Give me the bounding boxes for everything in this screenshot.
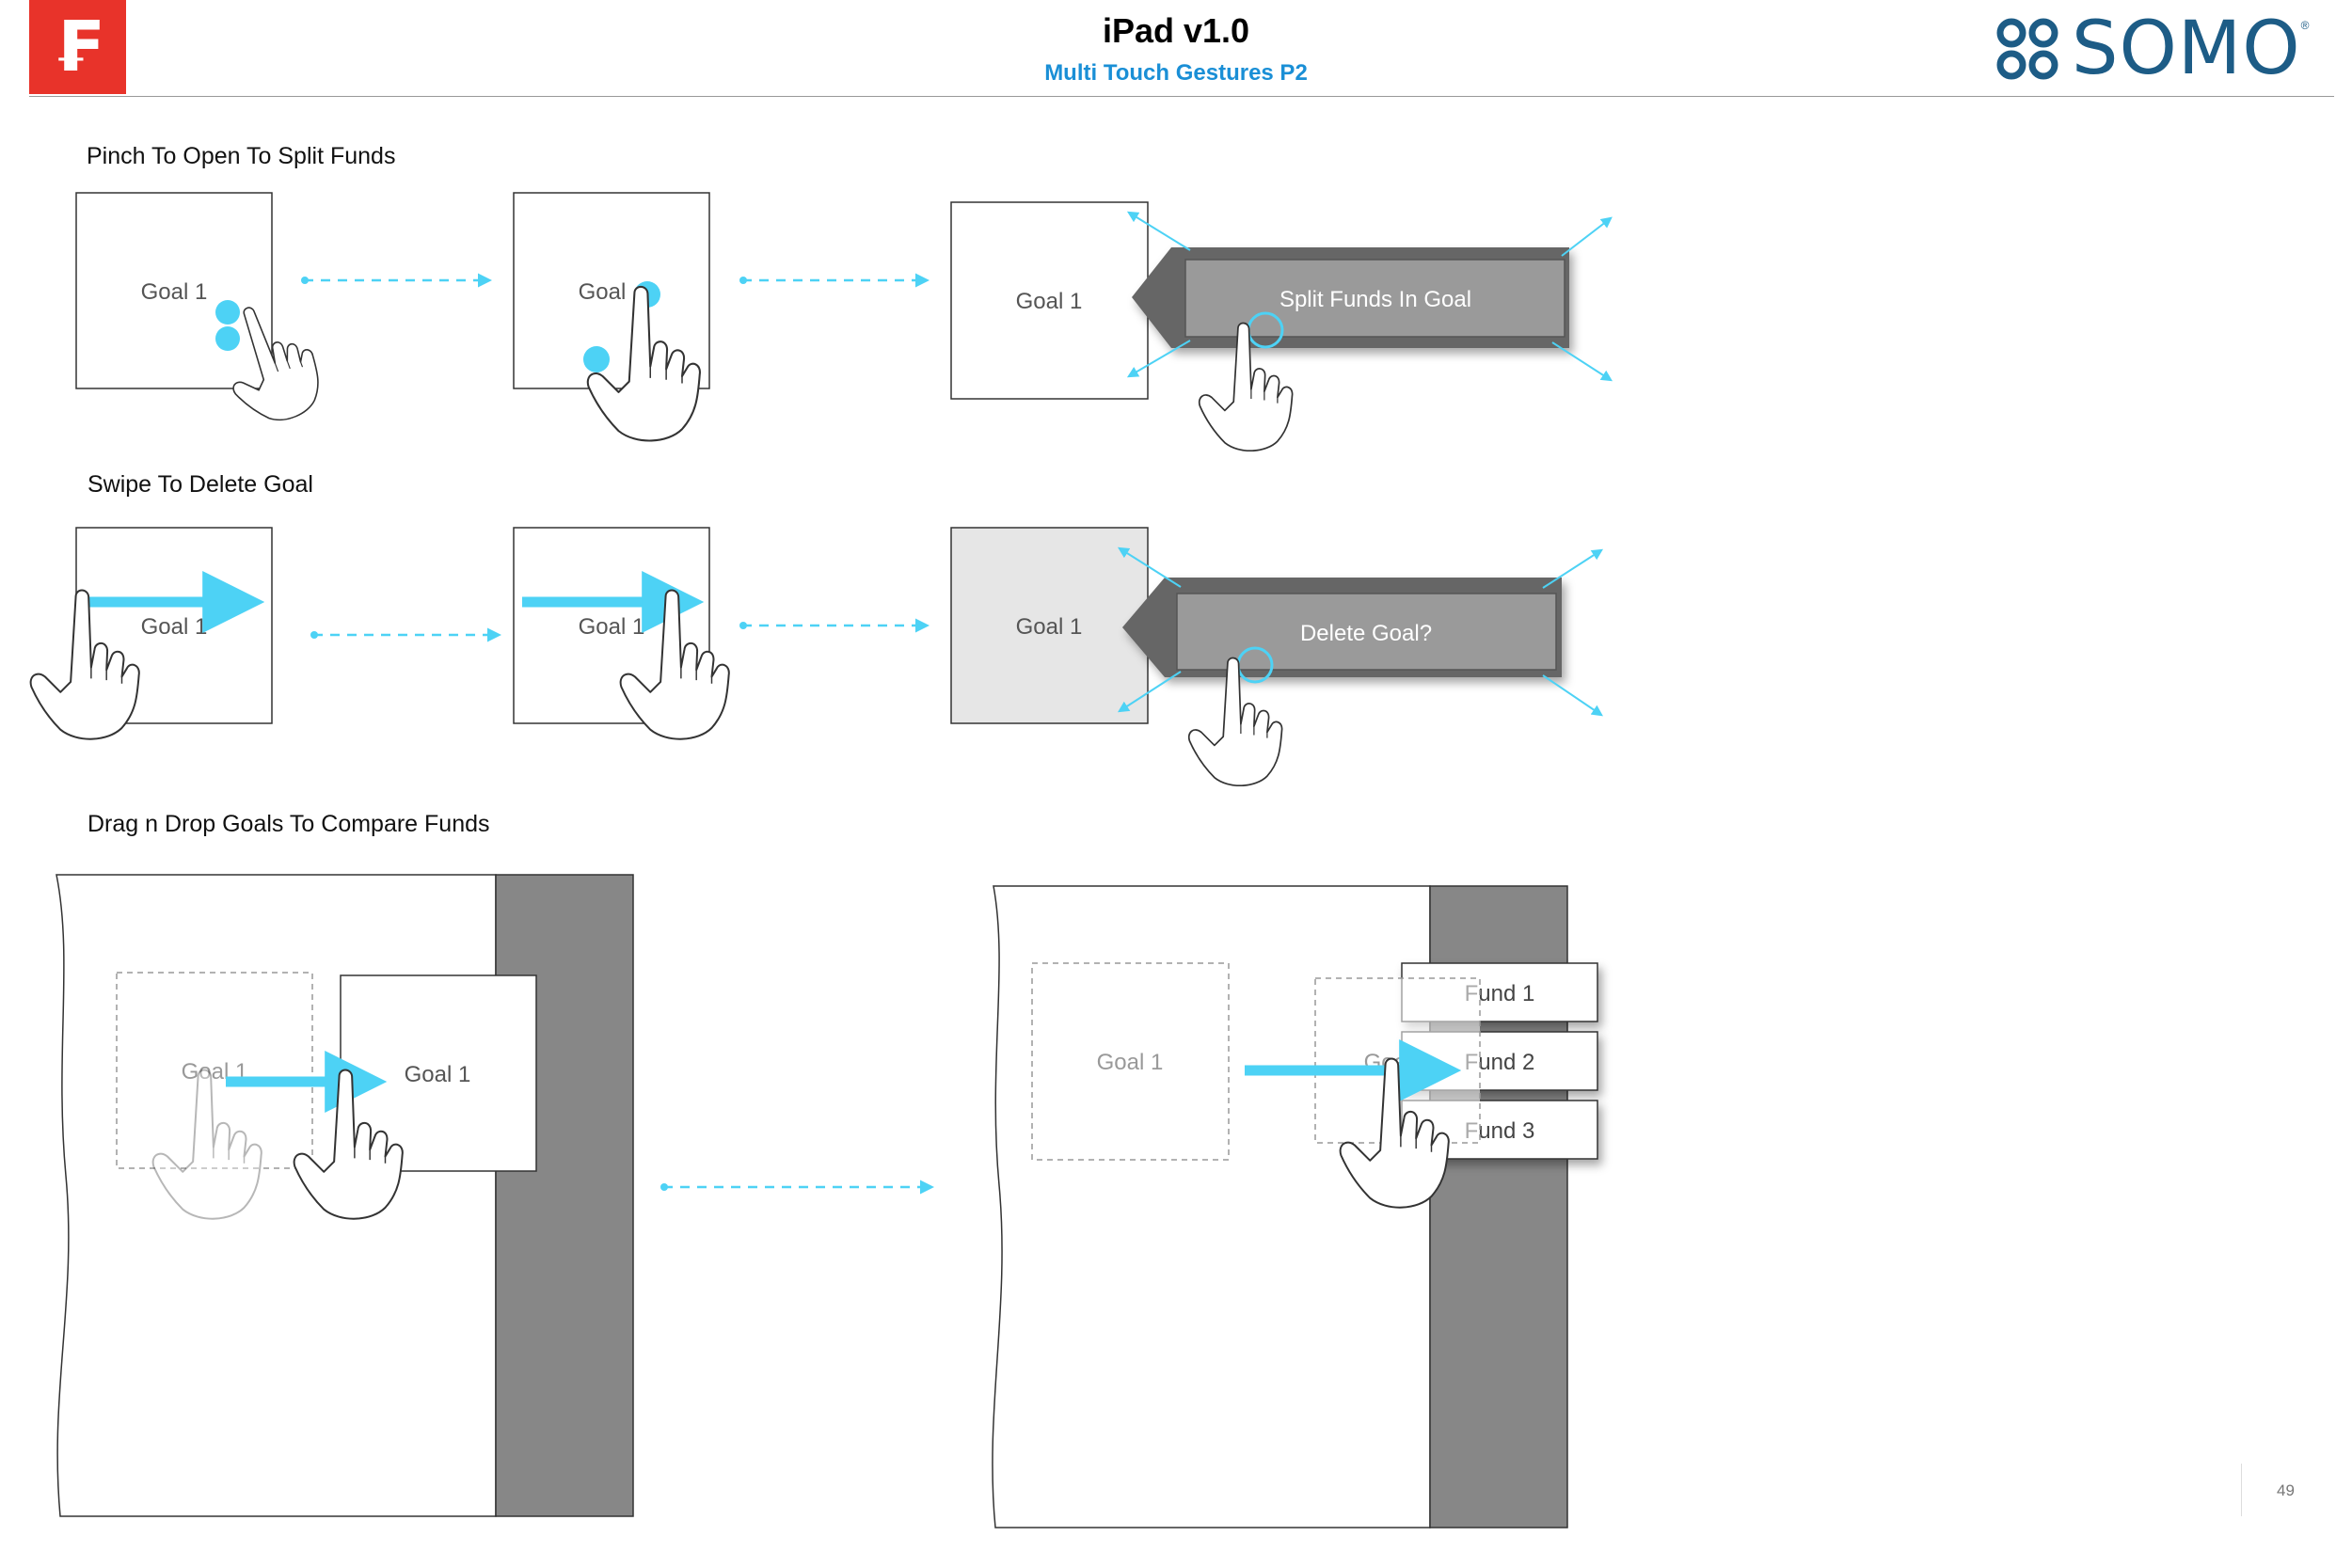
arrow-origin-dot bbox=[310, 631, 318, 639]
swipe-step-2: Goal 1 bbox=[513, 527, 730, 740]
arrow-origin-dot bbox=[301, 277, 309, 284]
goal-card-label: Goal 1 bbox=[579, 614, 645, 640]
drag-section-label: Drag n Drop Goals To Compare Funds bbox=[87, 811, 490, 837]
pinch-step-1: Goal 1 bbox=[75, 192, 332, 435]
goal-card bbox=[950, 201, 1149, 400]
company-logo: ₣ bbox=[29, 0, 126, 94]
pinch-step-2: Goal bbox=[513, 192, 710, 442]
goal-card-label: Goal 1 bbox=[405, 1062, 471, 1087]
registered-mark: ® bbox=[2300, 19, 2310, 32]
swipe-step-3: Goal 1 Delete Goal? bbox=[950, 527, 1604, 786]
touch-point-icon bbox=[215, 300, 240, 325]
page-subtitle: Multi Touch Gestures P2 bbox=[1044, 60, 1308, 86]
delete-goal-button-label: Delete Goal? bbox=[1300, 621, 1432, 646]
touch-point-icon bbox=[215, 326, 240, 351]
swipe-section-label: Swipe To Delete Goal bbox=[87, 471, 313, 498]
ghost-goal-placeholder bbox=[116, 972, 313, 1169]
page-number: 49 bbox=[2277, 1481, 2295, 1499]
touch-point-icon bbox=[583, 346, 610, 372]
expand-arrow bbox=[1542, 548, 1604, 589]
expand-arrow bbox=[1117, 671, 1182, 713]
pinch-step-3: Goal 1 Split Funds In Goal bbox=[950, 201, 1613, 451]
expand-arrow bbox=[1126, 340, 1191, 378]
logo-glyph: ₣ bbox=[53, 7, 103, 87]
goal-card-label: Goal 1 bbox=[141, 614, 208, 640]
goal-card-label: Goal 1 bbox=[1097, 1050, 1164, 1075]
pinch-section-label: Pinch To Open To Split Funds bbox=[87, 143, 396, 169]
somo-logo: SOMO ® bbox=[1994, 7, 2310, 91]
goal-card-label: Goal 1 bbox=[141, 279, 208, 305]
goal-card-selected bbox=[950, 527, 1149, 724]
arrow-origin-dot bbox=[739, 622, 747, 629]
goal-card bbox=[75, 192, 273, 389]
expand-arrow bbox=[1542, 674, 1603, 717]
expand-arrow bbox=[1551, 341, 1613, 382]
brand-name: SOMO bbox=[2072, 7, 2301, 91]
compare-panel bbox=[495, 874, 634, 1517]
arrow-origin-dot bbox=[739, 277, 747, 284]
expand-arrow bbox=[1561, 216, 1613, 257]
somo-clover-icon bbox=[1996, 18, 2058, 80]
slide-header: ₣ iPad v1.0 Multi Touch Gestures P2 SOMO… bbox=[0, 0, 2352, 103]
split-funds-button-label: Split Funds In Goal bbox=[1279, 287, 1471, 312]
drag-step-2: Goal 1 Fund 1 Fund 2 Fund 3 Goal 1 bbox=[992, 885, 1598, 1528]
goal-card-label: Goal 1 bbox=[1016, 614, 1083, 640]
header-divider bbox=[29, 96, 2334, 97]
ipad-screen bbox=[56, 874, 497, 1517]
swipe-step-1: Goal 1 bbox=[29, 527, 273, 740]
drag-step-1: Goal 1 Goal 1 bbox=[56, 874, 634, 1517]
expand-arrow bbox=[1117, 546, 1182, 588]
goal-card-original bbox=[1031, 962, 1230, 1161]
goal-card-label: Goal 1 bbox=[1016, 289, 1083, 314]
footer-divider bbox=[2241, 1464, 2242, 1516]
arrow-origin-dot bbox=[660, 1183, 668, 1191]
goal-card-label: Goal bbox=[579, 279, 627, 305]
page-title: iPad v1.0 bbox=[1102, 11, 1250, 50]
expand-arrow bbox=[1126, 211, 1191, 251]
